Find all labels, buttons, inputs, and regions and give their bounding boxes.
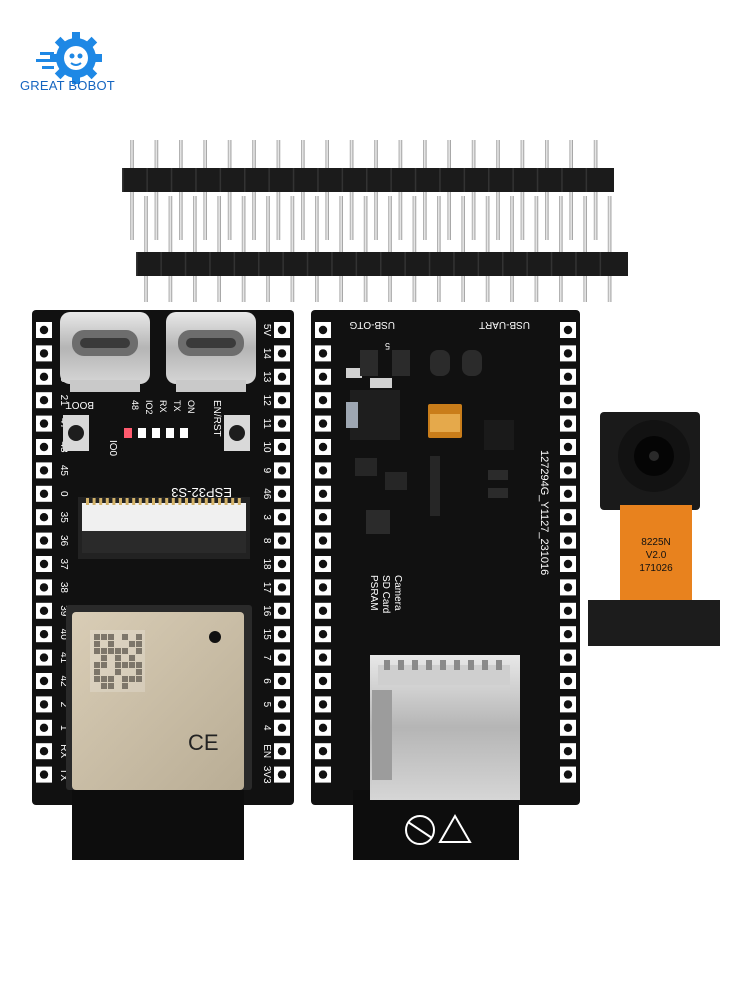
- right-pin-label-12: 16: [261, 605, 272, 617]
- legend-psram: PSRAM: [368, 575, 379, 611]
- left-pin-label-18: RX: [58, 744, 69, 758]
- usb-otg-label: USB-OTG: [349, 319, 395, 330]
- camera-model: 8225N: [641, 537, 670, 548]
- io0-label: IO0: [107, 440, 118, 457]
- esp32-board-front: GND1920214748450353637383940414221RXTX 5…: [32, 310, 294, 860]
- status-leds: 48 IO2 RX TX ON: [124, 400, 196, 438]
- right-pin-label-0: 5V: [261, 324, 272, 337]
- gear-robot-icon: [36, 32, 102, 84]
- regulator-chip: [350, 390, 400, 440]
- right-pin-label-5: 10: [261, 441, 272, 453]
- right-pin-label-18: EN: [261, 744, 272, 758]
- esp32-board-back: USB-OTG USB-UART 5 127294G_Y1127_231016 …: [311, 310, 580, 860]
- left-pin-label-17: 1: [58, 725, 69, 731]
- right-pin-label-9: 8: [261, 538, 272, 544]
- left-pin-label-11: 38: [58, 582, 69, 594]
- led-label-4: ON: [186, 400, 196, 414]
- left-pin-label-7: 0: [58, 491, 69, 497]
- led-label-3: TX: [172, 400, 182, 412]
- right-pin-label-15: 6: [261, 678, 272, 684]
- board-serial: 127294G_Y1127_231016: [538, 450, 550, 575]
- camera-module: 8225N V2.0 171026: [588, 412, 720, 646]
- led-2: [152, 428, 160, 438]
- right-pin-label-8: 3: [261, 514, 272, 520]
- left-pin-label-16: 2: [58, 702, 69, 708]
- left-pin-label-14: 41: [58, 652, 69, 664]
- legend-sd-card: SD Card: [380, 575, 391, 613]
- boot-button: [63, 415, 89, 451]
- left-pin-label-3: 21: [58, 395, 69, 407]
- led-label-0: 48: [130, 400, 140, 410]
- right-pin-label-13: 15: [261, 629, 272, 641]
- left-pin-label-10: 37: [58, 558, 69, 570]
- usb-c-port-right: [166, 312, 256, 392]
- brand-name: GREAT BOBOT: [20, 78, 115, 93]
- right-pin-label-2: 13: [261, 371, 272, 383]
- board-title: ESP32-S3: [171, 485, 232, 500]
- right-pin-label-1: 14: [261, 348, 272, 360]
- reset-button: [224, 415, 250, 451]
- camera-fpc-connector: [78, 497, 250, 559]
- led-label-2: RX: [158, 400, 168, 413]
- left-pin-label-6: 45: [58, 465, 69, 477]
- usb-uart-chip: [484, 420, 514, 450]
- left-pin-label-19: TX: [58, 768, 69, 781]
- led-4: [180, 428, 188, 438]
- right-pin-label-11: 17: [261, 582, 272, 594]
- pin-header-top: [122, 140, 614, 240]
- right-pin-label-16: 5: [261, 702, 272, 708]
- boot-label: BOOT: [66, 399, 94, 410]
- legend-camera: Camera: [392, 575, 403, 611]
- left-pin-label-8: 35: [58, 512, 69, 524]
- camera-date: 171026: [639, 563, 673, 574]
- left-pin-label-9: 36: [58, 535, 69, 547]
- right-pin-label-19: 3V3: [261, 766, 272, 784]
- esp32-s3-module: CE: [66, 605, 252, 790]
- right-pin-label-10: 18: [261, 558, 272, 570]
- usb-c-port-left: [60, 312, 150, 392]
- pin-header-bottom: [136, 196, 628, 302]
- chip-mark: 5: [385, 341, 390, 351]
- led-1: [138, 428, 146, 438]
- led-3: [166, 428, 174, 438]
- right-pin-label-4: 11: [261, 418, 272, 429]
- usb-uart-label: USB-UART: [479, 319, 530, 330]
- ce-mark: CE: [188, 730, 219, 755]
- right-pin-label-14: 7: [261, 655, 272, 661]
- right-pin-label-3: 12: [261, 395, 272, 407]
- right-pin-label-6: 9: [261, 468, 272, 474]
- led-0: [124, 428, 132, 438]
- left-pin-label-12: 39: [58, 605, 69, 617]
- esd-warning-icon: [405, 813, 472, 845]
- left-pin-label-13: 40: [58, 629, 69, 641]
- camera-flex-cable: [620, 505, 692, 605]
- right-pin-label-7: 46: [261, 488, 272, 500]
- camera-version: V2.0: [646, 550, 667, 561]
- right-pin-label-17: 4: [261, 725, 272, 731]
- en-rst-label: EN/RST: [211, 400, 222, 437]
- sd-card-slot: [370, 655, 520, 800]
- left-pin-label-15: 42: [58, 675, 69, 687]
- qr-code: [90, 630, 145, 692]
- led-label-1: IO2: [144, 400, 154, 415]
